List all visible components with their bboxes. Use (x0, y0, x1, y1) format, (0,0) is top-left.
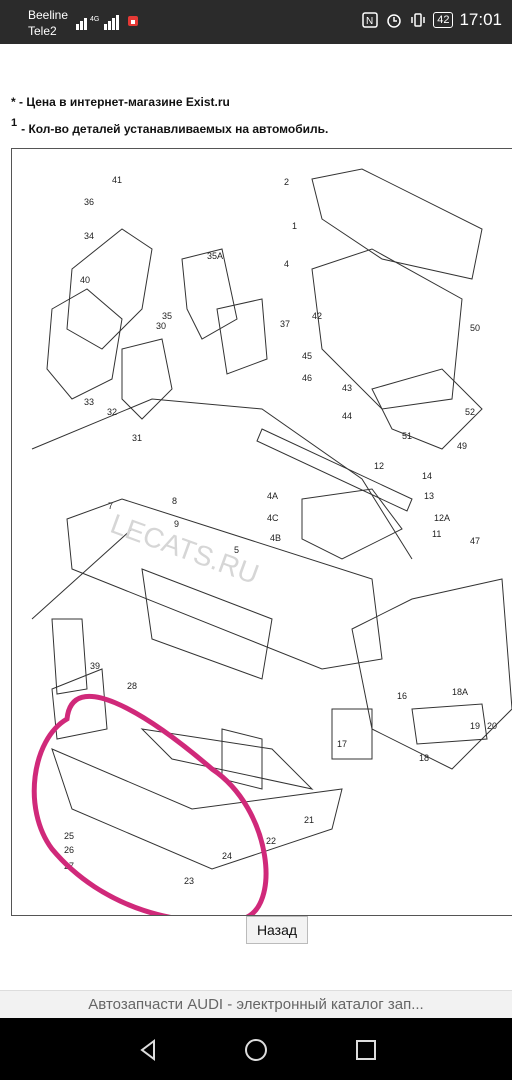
recents-nav-icon[interactable] (352, 1036, 380, 1064)
back-nav-icon[interactable] (134, 1036, 162, 1064)
part-label: 51 (402, 431, 412, 441)
home-nav-icon[interactable] (242, 1036, 270, 1064)
part-label: 20 (487, 721, 497, 731)
part-label: 52 (465, 407, 475, 417)
back-button[interactable]: Назад (246, 916, 308, 944)
part-label: 40 (80, 275, 90, 285)
highlight-annotation (31, 693, 269, 915)
part-label: 33 (84, 397, 94, 407)
part-label: 28 (127, 681, 137, 691)
part-label: 45 (302, 351, 312, 361)
part-label: 35A (207, 251, 223, 261)
clock: 17:01 (459, 10, 502, 29)
watermark: LECATS.RU (107, 508, 263, 590)
part-label: 12 (374, 461, 384, 471)
part-label: 2 (284, 177, 289, 187)
part-label: 24 (222, 851, 232, 861)
part-label: 17 (337, 739, 347, 749)
alarm-icon (387, 14, 401, 28)
part-label: 11 (432, 529, 441, 539)
part-label: 21 (304, 815, 314, 825)
part-label: 7 (108, 501, 113, 511)
nfc-icon: N (362, 12, 378, 28)
part-label: 8 (172, 496, 177, 506)
part-label: 18A (452, 687, 468, 697)
part-label: 16 (397, 691, 407, 701)
part-label: 12A (434, 513, 450, 523)
part-label: 37 (280, 319, 290, 329)
part-label: 5 (234, 545, 239, 555)
part-label: 22 (266, 836, 276, 846)
part-label: 26 (64, 845, 74, 855)
battery-indicator: 42 (433, 12, 454, 28)
part-label: 32 (107, 407, 117, 417)
part-label: 50 (470, 323, 480, 333)
page-content: * - Цена в интернет-магазине Exist.ru 1-… (0, 44, 512, 990)
part-label: 49 (457, 441, 467, 451)
part-label: 18 (419, 753, 429, 763)
part-label: 44 (342, 411, 352, 421)
part-label: 4C (267, 513, 279, 523)
carrier-2: Tele2 (28, 24, 57, 38)
part-label: 35 (162, 311, 172, 321)
footnote-marker: 1 (11, 117, 18, 129)
page-title-bar: Автозапчасти AUDI - электронный каталог … (0, 990, 512, 1019)
part-label: 31 (132, 433, 142, 443)
part-label: 1 (292, 221, 297, 231)
part-label: 4A (267, 491, 278, 501)
part-label: 34 (84, 231, 94, 241)
part-label: 47 (470, 536, 480, 546)
part-label: 41 (112, 175, 122, 185)
part-label: 23 (184, 876, 194, 886)
part-label: 13 (424, 491, 434, 501)
part-label: 42 (312, 311, 322, 321)
part-label: 14 (422, 471, 432, 481)
status-bar: Beeline Tele2 4G N 42 17:01 (0, 0, 512, 44)
part-label: 36 (84, 197, 94, 207)
part-label: 39 (90, 661, 100, 671)
part-label: 4 (284, 259, 289, 269)
network-type: 4G (90, 16, 99, 23)
vibrate-icon (411, 13, 425, 27)
part-label: 43 (342, 383, 352, 393)
part-label: 9 (174, 519, 179, 529)
part-label: 46 (302, 373, 312, 383)
part-label: 19 (470, 721, 480, 731)
part-label: 4B (270, 533, 281, 543)
svg-text:N: N (366, 16, 373, 27)
quantity-note: 1- Кол-во деталей устанавливаемых на авт… (11, 117, 329, 136)
price-note: * - Цена в интернет-магазине Exist.ru (11, 95, 230, 109)
quantity-note-text: - Кол-во деталей устанавливаемых на авто… (21, 122, 329, 136)
signal-icon: 4G (76, 15, 138, 30)
part-label: 30 (156, 321, 166, 331)
part-label: 25 (64, 831, 74, 841)
carrier-1: Beeline (28, 8, 69, 22)
navigation-bar (0, 1018, 512, 1080)
